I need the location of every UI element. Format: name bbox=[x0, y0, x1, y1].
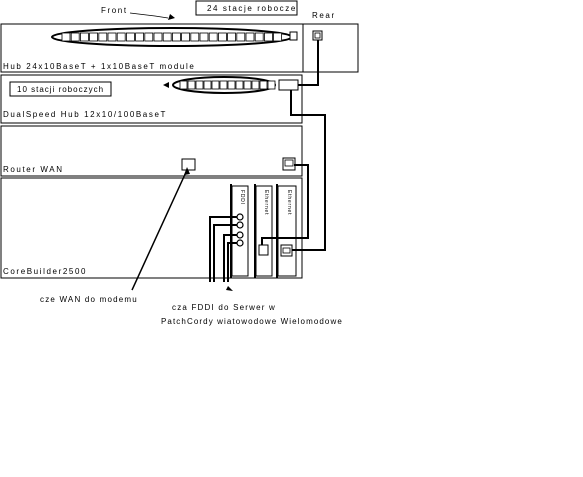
dualspeed-port-row bbox=[179, 80, 276, 90]
hub24-port-24 bbox=[273, 32, 283, 42]
cable-dualspeed-to-core bbox=[290, 90, 326, 251]
hub24-port-13 bbox=[171, 32, 181, 42]
dualspeed-uplink-port bbox=[278, 79, 299, 91]
hub24-port-12 bbox=[162, 32, 172, 42]
dualspeed-port-9 bbox=[243, 80, 252, 90]
fddi-port-3 bbox=[236, 231, 244, 239]
fddi-cord-1 bbox=[209, 216, 237, 282]
hub24-port-6 bbox=[107, 32, 117, 42]
fddi-port-1 bbox=[236, 213, 244, 221]
wan-arrowhead bbox=[184, 167, 190, 175]
hub24-port-23 bbox=[263, 32, 273, 42]
hub24-port-15 bbox=[190, 32, 200, 42]
router-label: Router WAN bbox=[3, 165, 64, 174]
hub24-port-14 bbox=[181, 32, 191, 42]
hub24-port-21 bbox=[245, 32, 255, 42]
cables bbox=[209, 40, 326, 282]
cable-router-to-core bbox=[261, 164, 309, 245]
fddi-label-line1: cza FDDI do Serwer w bbox=[172, 303, 276, 312]
dualspeed-label: DualSpeed Hub 12x10/100BaseT bbox=[3, 110, 167, 119]
hub24-port-17 bbox=[208, 32, 218, 42]
dualspeed-unit: 10 stacji roboczych DualSpeed Hub 12x10/… bbox=[0, 74, 303, 124]
hub24-port-8 bbox=[126, 32, 135, 42]
fddi-port-4 bbox=[236, 239, 244, 247]
corebuilder-label: CoreBuilder2500 bbox=[3, 267, 87, 276]
fddi-cord-2 bbox=[213, 224, 237, 282]
fddi-cord-4 bbox=[227, 242, 237, 282]
dualspeed-port-2 bbox=[187, 80, 196, 90]
hub24-port-19 bbox=[227, 32, 237, 42]
rear-unit: Rear bbox=[302, 11, 359, 73]
hub24-port-5 bbox=[98, 32, 108, 42]
fddi-label-line2: PatchCordy wiatowodowe Wielomodowe bbox=[161, 317, 343, 326]
stations24-label: 24 stacje robocze bbox=[207, 4, 297, 13]
hub24-port-11 bbox=[153, 32, 163, 42]
corebuilder-chassis bbox=[0, 177, 303, 279]
hub24-label: Hub 24x10BaseT + 1x10BaseT module bbox=[3, 62, 195, 71]
rear-port bbox=[312, 30, 323, 41]
hub24-port-1 bbox=[61, 32, 71, 42]
hub24-uplink-port bbox=[289, 31, 298, 41]
rear-chassis bbox=[302, 23, 359, 73]
hub24-port-4 bbox=[89, 32, 98, 42]
hub24-port-3 bbox=[80, 32, 89, 42]
hub24-port-20 bbox=[236, 32, 246, 42]
router-chassis bbox=[0, 125, 303, 177]
hub24-port-2 bbox=[70, 32, 80, 42]
stations10-box bbox=[9, 81, 112, 97]
front-label: Front bbox=[101, 6, 128, 15]
hub24-port-18 bbox=[217, 32, 227, 42]
corebuilder-unit: FDDI Ethernet Ethernet CoreBuilder2500 bbox=[0, 177, 303, 279]
front-pointer bbox=[129, 12, 169, 19]
hub24-unit: Hub 24x10BaseT + 1x10BaseT module bbox=[0, 23, 331, 73]
front-arrowhead bbox=[168, 14, 175, 20]
dualspeed-port-10 bbox=[251, 80, 260, 90]
dualspeed-port-12 bbox=[267, 80, 276, 90]
hub24-port-row bbox=[61, 32, 283, 42]
dualspeed-port-7 bbox=[227, 80, 236, 90]
dualspeed-port-11 bbox=[259, 80, 268, 90]
rear-label: Rear bbox=[312, 11, 336, 20]
fddi-cord-3 bbox=[223, 234, 237, 282]
fddi-arrowhead bbox=[226, 286, 233, 291]
ethernet-card-1-label: Ethernet bbox=[263, 190, 269, 215]
stations10-label: 10 stacji roboczych bbox=[17, 85, 104, 94]
ethernet-card-1-port bbox=[258, 244, 269, 256]
router-wan-port bbox=[181, 158, 196, 171]
stations24-box bbox=[195, 0, 298, 16]
dualspeed-port-1 bbox=[179, 80, 188, 90]
fddi-card-label: FDDI bbox=[239, 190, 245, 205]
stations10-arrowhead bbox=[163, 82, 169, 88]
fddi-port-2 bbox=[236, 221, 244, 229]
wan-modem-label: cze WAN do modemu bbox=[40, 295, 138, 304]
dualspeed-port-3 bbox=[195, 80, 204, 90]
hub24-port-7 bbox=[116, 32, 126, 42]
cable-rear-to-dualspeed bbox=[298, 40, 319, 86]
hub24-port-10 bbox=[144, 32, 154, 42]
dualspeed-port-8 bbox=[235, 80, 244, 90]
hub24-port-22 bbox=[254, 32, 264, 42]
dualspeed-port-6 bbox=[219, 80, 228, 90]
hub24-port-16 bbox=[199, 32, 209, 42]
hub24-port-9 bbox=[135, 32, 145, 42]
dualspeed-port-5 bbox=[211, 80, 220, 90]
ethernet-card-2-label: Ethernet bbox=[286, 190, 292, 215]
wan-pointer bbox=[131, 169, 188, 291]
router-unit: Router WAN bbox=[0, 125, 303, 177]
dualspeed-port-4 bbox=[203, 80, 212, 90]
